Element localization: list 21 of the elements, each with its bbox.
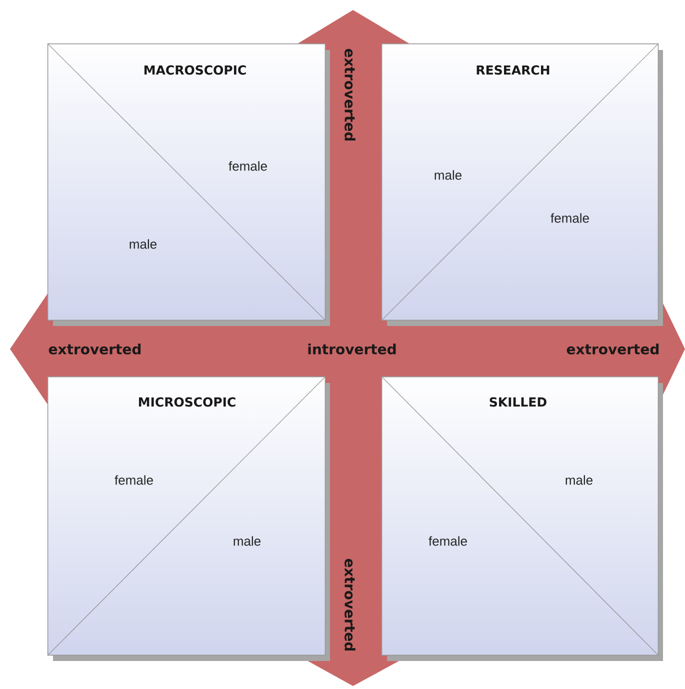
- quadrant-title: MACROSCOPIC: [144, 65, 246, 75]
- triangle-label: female: [550, 213, 589, 223]
- quadrant-box: [47, 376, 330, 661]
- triangle-label: female: [228, 161, 267, 171]
- quadrant-title: RESEARCH: [476, 65, 550, 75]
- axis-label: extroverted: [48, 344, 141, 354]
- triangle-label: female: [114, 475, 153, 485]
- quadrant-box: [381, 376, 663, 661]
- triangle-label: male: [434, 170, 462, 180]
- axis-label: extroverted: [344, 48, 356, 141]
- triangle-label: male: [566, 475, 592, 485]
- quadrant-title: MICROSCOPIC: [139, 397, 236, 407]
- triangle-label: male: [234, 536, 260, 546]
- triangle-label: male: [130, 239, 156, 249]
- quadrant-box: [47, 43, 330, 326]
- axis-label: extroverted: [566, 344, 659, 354]
- axis-label: extroverted: [344, 558, 356, 651]
- triangle-label: female: [428, 536, 467, 546]
- quadrant-box: [381, 43, 663, 326]
- quadrant-title: SKILLED: [490, 397, 546, 407]
- axis-label: introverted: [308, 344, 396, 354]
